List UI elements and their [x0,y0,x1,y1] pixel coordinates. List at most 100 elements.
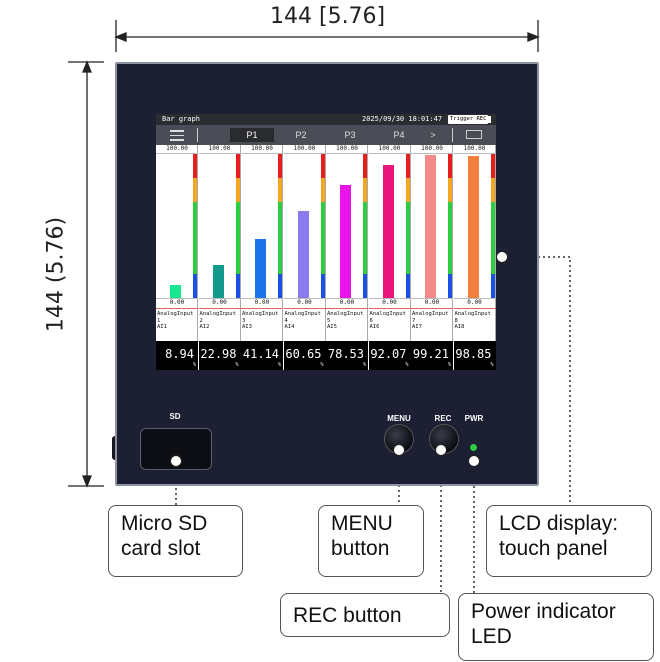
bar-fill [170,285,181,298]
tag-line: AI8 [454,324,465,330]
alarm-segment [490,274,495,298]
callout-line: LCD display: [499,512,619,535]
bar-track [453,153,496,299]
callout-dot-power [468,455,480,467]
bar-track [368,153,411,299]
tag-line: AI4 [284,324,295,330]
tag-line: 2 [199,317,203,324]
tag-underline [156,308,198,309]
tag-line: 6 [369,317,373,324]
alarm-segment [405,154,410,178]
scale-min: 0.00 [297,299,312,306]
scale-max: 100.00 [421,145,443,152]
alarm-segment [448,226,452,250]
tag-underline [283,308,326,309]
alarm-segment [193,178,197,202]
scale-max: 100.00 [166,145,188,152]
callout-dot-lcd [496,251,508,263]
scale-min: 0.00 [212,299,227,306]
value-text: 99.21 [412,347,449,361]
bar-track [326,153,368,299]
alarm-scale [320,154,325,298]
alarm-segment [363,274,367,298]
tag-line: AnalogInput [199,311,236,317]
callout-dot-sd [170,455,182,467]
tag-line: AI3 [242,324,252,330]
alarm-segment [320,154,325,178]
callout-rec-button: REC button [280,593,450,637]
alarm-segment [320,274,325,298]
screen-status-bar: Bar graph 2025/09/30 18:01:47 Trigger RE… [156,114,496,125]
value-unit: % [192,362,196,368]
value-unit: % [362,362,366,368]
alarm-segment [363,154,367,178]
value-unit: % [277,362,281,368]
alarm-scale [235,154,240,298]
channel-group-icon[interactable] [466,130,482,139]
alarm-segment [320,226,325,250]
tab-p3[interactable]: P3 [344,130,356,140]
bar-track [156,153,198,299]
alarm-segment [193,154,197,178]
alarm-scale [490,154,495,298]
tag-line: AnalogInput [454,311,491,317]
tag-line: 1 [157,317,161,324]
callout-line: card slot [121,537,201,560]
tag-line: AnalogInput [242,311,279,317]
alarm-segment [278,250,282,274]
alarm-scale [405,154,410,298]
scale-min: 0.00 [382,299,397,306]
tab-divider [452,128,453,142]
value-text: 92.07 [370,347,407,361]
alarm-segment [448,178,452,202]
alarm-segment [235,202,240,226]
page-tab-bar: P1 P2 P3 P4 > [156,125,496,145]
scale-min: 0.00 [254,299,270,306]
bar-fill [255,238,266,298]
alarm-scale [363,154,367,298]
tab-p2[interactable]: P2 [295,130,307,140]
menu-hamburger-icon[interactable] [170,130,184,141]
power-indicator-led [470,444,477,451]
tag-line: 4 [284,317,288,324]
alarm-segment [363,178,367,202]
tab-divider [197,128,198,142]
alarm-segment [235,178,240,202]
lcd-touch-panel[interactable]: Bar graph 2025/09/30 18:01:47 Trigger RE… [156,114,496,370]
callout-line: LED [471,625,512,648]
next-page-arrow[interactable]: > [430,130,436,140]
tab-p1[interactable]: P1 [230,128,274,142]
bar-track [283,153,326,299]
value-text: 78.53 [327,347,364,361]
bar-fill [212,264,224,298]
callout-micro-sd-card-slot: Micro SD card slot [108,505,243,577]
alarm-segment [405,178,410,202]
tab-p4[interactable]: P4 [393,130,405,140]
bar-fill [425,155,436,298]
tag-line: AI1 [157,324,167,330]
alarm-segment [320,178,325,202]
alarm-segment [490,226,495,250]
scale-max: 100.00 [378,145,401,152]
tag-line: 7 [412,317,416,324]
callout-line: MENU [331,512,393,535]
width-dimension-label: 144 [5.76] [270,4,386,29]
alarm-segment [448,154,452,178]
tag-underline [241,308,283,309]
tag-line: 3 [242,317,246,324]
rec-label: REC [434,414,452,423]
tag-line: AnalogInput [327,311,364,317]
callout-dot-menu [393,444,405,456]
scale-min: 0.00 [169,299,185,306]
tag-line: 8 [454,317,458,324]
alarm-segment [363,202,367,226]
alarm-segment [405,226,410,250]
alarm-segment [235,274,240,298]
tag-line: AnalogInput [369,311,406,317]
